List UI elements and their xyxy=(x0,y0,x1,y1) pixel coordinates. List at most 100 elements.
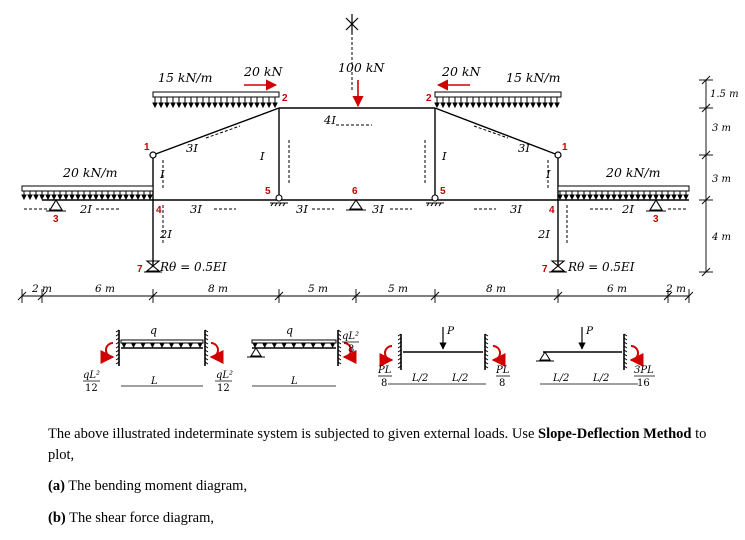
fem4-load-label: P xyxy=(585,325,594,337)
stiffness-beam-low-left: 3I xyxy=(190,202,202,216)
fem-pin-fixed-udl: q qL² 8 L xyxy=(247,324,359,387)
dist-load-upper-right xyxy=(434,91,562,109)
rotational-spring-support-node-7-right xyxy=(549,260,567,273)
stiffness-col-mid-right: I xyxy=(441,149,447,163)
load-label-point-left: 20 kN xyxy=(243,64,283,79)
stiffness-col-bottom-right: 2I xyxy=(537,227,550,241)
stiffness-overhang-right: 2I xyxy=(621,202,634,216)
pin-support-node-5-right xyxy=(426,194,444,207)
stiffness-inclined-right: 3I xyxy=(518,141,530,155)
intro-method: Slope-Deflection Method xyxy=(538,426,692,442)
fem2-load-label: q xyxy=(286,324,293,337)
dim-h-6: 8 m xyxy=(486,283,506,295)
node-1-right: 1 xyxy=(562,142,568,153)
fem1-left-den: 12 xyxy=(85,383,98,394)
stiffness-col-short-left: I xyxy=(159,167,165,181)
load-label-dist-lower-right: 20 kN/m xyxy=(605,165,660,180)
structure-diagram: 15 kN/m 15 kN/m 20 kN/m 20 kN/m 20 kN 20… xyxy=(17,14,739,394)
stiffness-top-beam: 4I xyxy=(323,113,336,127)
stiffness-inclined-left: 3I xyxy=(186,141,198,155)
task-a-label: (a) xyxy=(48,478,65,494)
dim-h-3: 8 m xyxy=(208,283,228,295)
spring-label-right: Rθ = 0.5EI xyxy=(567,260,635,274)
rotational-spring-support-node-7-left xyxy=(144,260,162,273)
load-label-dist-lower-left: 20 kN/m xyxy=(62,165,117,180)
fem2-span: L xyxy=(290,376,298,387)
fem3-half1: L/2 xyxy=(411,373,428,384)
pin-support-node-3-left xyxy=(46,198,66,212)
fem4-half1: L/2 xyxy=(552,373,569,384)
intro-text-b: to plot, xyxy=(48,426,707,463)
dim-v-1: 1.5 m xyxy=(710,89,739,100)
node-2-left: 2 xyxy=(282,93,288,104)
fem-pin-fixed-point: P 3PL 16 L/2 L/2 xyxy=(536,325,655,389)
fem1-right-den: 12 xyxy=(217,383,230,394)
left-inclined-member xyxy=(152,107,280,156)
right-inclined-member xyxy=(434,107,559,156)
dim-h-4: 5 m xyxy=(308,283,328,295)
load-label-point-right: 20 kN xyxy=(441,64,481,79)
fem1-right-num: qL² xyxy=(216,370,233,381)
fem2-num: qL² xyxy=(342,331,359,342)
fem3-load-label: P xyxy=(446,325,455,337)
fem3-left-num: PL xyxy=(377,365,392,376)
fem3-half2: L/2 xyxy=(451,373,468,384)
frame-members xyxy=(42,107,689,265)
node-2-right: 2 xyxy=(426,93,432,104)
task-b-label: (b) xyxy=(48,510,66,526)
load-label-dist-upper-left: 15 kN/m xyxy=(158,70,212,85)
fem2-den: 8 xyxy=(348,344,354,355)
stiffness-col-mid-left: I xyxy=(259,149,265,163)
node-7-right: 7 xyxy=(542,264,548,275)
node-1-left: 1 xyxy=(144,142,150,153)
fem3-right-den: 8 xyxy=(499,378,505,389)
hinge-node-1-left xyxy=(149,151,157,159)
node-4-left: 4 xyxy=(156,205,162,216)
node-5-right: 5 xyxy=(440,186,446,197)
stiffness-beam-center-right: 3I xyxy=(372,202,384,216)
intro-text-a: The above illustrated indeterminate syst… xyxy=(48,426,539,442)
fem3-right-num: PL xyxy=(495,365,510,376)
node-4-right: 4 xyxy=(549,205,555,216)
load-label-dist-upper-right: 15 kN/m xyxy=(506,70,560,85)
hinge-node-1-right xyxy=(554,151,562,159)
node-3-left: 3 xyxy=(53,214,59,225)
stiffness-overhang-left: 2I xyxy=(79,202,92,216)
dim-h-8: 2 m xyxy=(665,283,686,295)
problem-intro: The above illustrated indeterminate syst… xyxy=(48,424,728,466)
pin-support-node-3-right xyxy=(646,198,666,212)
pin-support-node-5-left xyxy=(270,194,288,207)
spring-label-left: Rθ = 0.5EI xyxy=(159,260,227,274)
fem4-den: 16 xyxy=(637,378,650,389)
horizontal-dimension-line xyxy=(17,289,694,303)
node-7-left: 7 xyxy=(137,264,143,275)
stiffness-col-bottom-left: 2I xyxy=(159,227,172,241)
node-3-right: 3 xyxy=(653,214,659,225)
vertical-dimension-line xyxy=(699,75,713,277)
dist-load-lower-left xyxy=(21,185,154,201)
stiffness-beam-low-right: 3I xyxy=(510,202,522,216)
fem4-num: 3PL xyxy=(634,365,654,376)
problem-statement: The above illustrated indeterminate syst… xyxy=(48,424,728,540)
fem-fixed-fixed-point: P PL 8 PL 8 L/2 L/2 xyxy=(377,325,510,389)
fem1-load-label: q xyxy=(150,324,157,337)
fem-fixed-fixed-udl: q qL² 12 qL² 12 L xyxy=(83,324,233,394)
fem1-span: L xyxy=(150,376,158,387)
dim-h-5: 5 m xyxy=(388,283,408,295)
node-5-left: 5 xyxy=(265,186,271,197)
dist-load-upper-left xyxy=(152,91,280,109)
load-label-point-center: 100 kN xyxy=(338,60,385,75)
task-b-text: The shear force diagram, xyxy=(65,510,215,526)
symmetry-axis-icon xyxy=(345,14,359,34)
dim-h-1: 2 m xyxy=(31,283,52,295)
node-6: 6 xyxy=(352,186,358,197)
task-a: (a) The bending moment diagram, xyxy=(48,476,728,497)
fem3-left-den: 8 xyxy=(381,378,387,389)
fem4-half2: L/2 xyxy=(592,373,609,384)
stiffness-col-short-right: I xyxy=(545,167,551,181)
dim-v-2: 3 m xyxy=(712,123,731,134)
dim-v-3: 3 m xyxy=(712,174,731,185)
dim-h-7: 6 m xyxy=(607,283,627,295)
stiffness-beam-center-left: 3I xyxy=(296,202,308,216)
dist-load-lower-right xyxy=(557,185,690,201)
